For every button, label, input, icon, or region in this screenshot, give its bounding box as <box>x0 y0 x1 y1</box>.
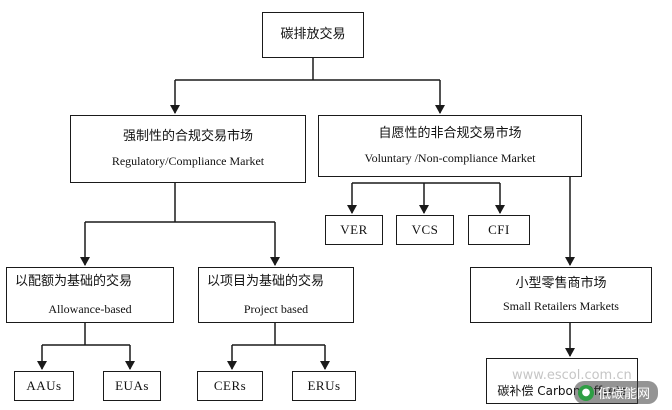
node-ver-label: VER <box>340 221 368 237</box>
node-regulatory-label-zh: 强制性的合规交易市场 <box>122 129 253 145</box>
watermark-badge: ● 低碳能网 <box>574 381 659 404</box>
node-erus: ERUs <box>292 371 356 401</box>
node-aaus-label: AAUs <box>26 377 62 393</box>
node-cers: CERs <box>197 371 263 401</box>
watermark-badge-label: 低碳能网 <box>598 387 651 402</box>
node-project: 以项目为基础的交易 Project based <box>198 267 354 323</box>
node-root-label: 碳排放交易 <box>280 26 346 42</box>
node-allowance-label-zh: 以配额为基础的交易 <box>15 274 133 289</box>
node-root: 碳排放交易 <box>262 12 364 58</box>
node-project-label-en: Project based <box>243 302 309 317</box>
node-allowance: 以配额为基础的交易 Allowance-based <box>6 267 174 323</box>
node-vcs-label: VCS <box>411 221 439 237</box>
node-retail: 小型零售商市场 Small Retailers Markets <box>470 267 652 323</box>
node-cfi-label: CFI <box>488 221 510 237</box>
node-retail-label-en: Small Retailers Markets <box>503 298 619 313</box>
node-regulatory-label-en: Regulatory/Compliance Market <box>111 153 265 168</box>
node-aaus: AAUs <box>14 371 74 401</box>
node-cfi: CFI <box>468 215 530 245</box>
node-regulatory: 强制性的合规交易市场 Regulatory/Compliance Market <box>70 115 306 183</box>
node-vcs: VCS <box>396 215 454 245</box>
node-allowance-label-en: Allowance-based <box>48 302 132 317</box>
node-cers-label: CERs <box>213 377 247 393</box>
node-ver: VER <box>325 215 383 245</box>
node-voluntary: 自愿性的非合规交易市场 Voluntary /Non-compliance Ma… <box>318 115 582 177</box>
watermark-site: www.escol.com.cn <box>512 368 632 383</box>
node-voluntary-label-zh: 自愿性的非合规交易市场 <box>378 126 522 142</box>
node-euas-label: EUAs <box>115 377 149 393</box>
node-voluntary-label-en: Voluntary /Non-compliance Market <box>364 150 536 165</box>
node-project-label-zh: 以项目为基础的交易 <box>207 274 325 289</box>
node-erus-label: ERUs <box>307 377 341 393</box>
node-retail-label-zh: 小型零售商市场 <box>515 276 607 292</box>
node-euas: EUAs <box>103 371 161 401</box>
wechat-icon: ● <box>578 384 594 401</box>
